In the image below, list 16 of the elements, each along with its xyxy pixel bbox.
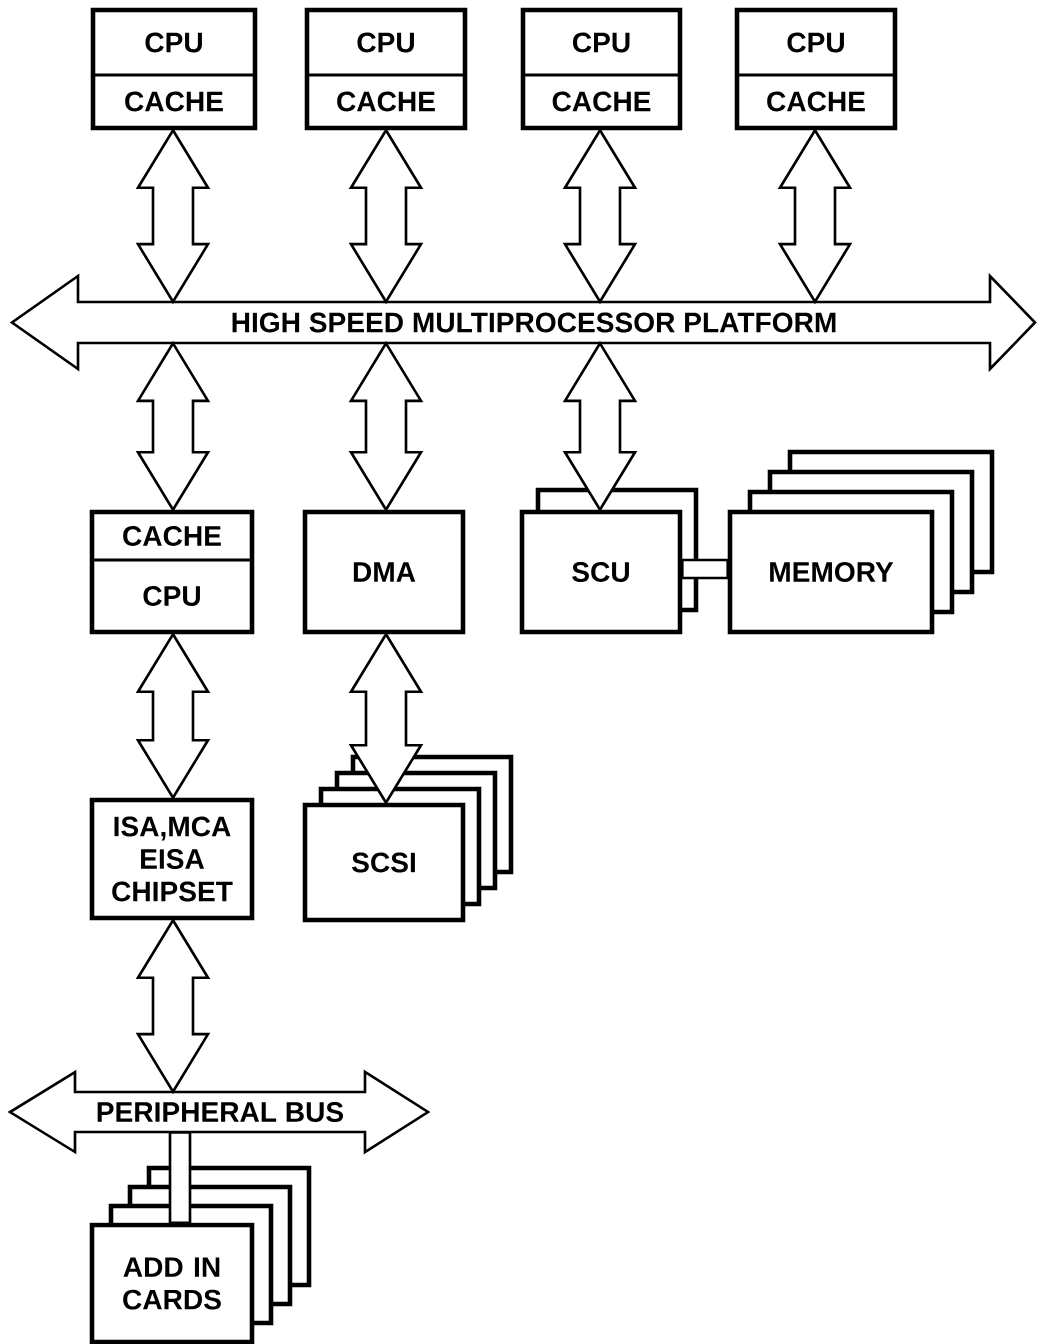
stacked-boxes: SCSI <box>302 754 514 923</box>
processor-box: CPU CACHE <box>304 7 468 131</box>
stacked-boxes: MEMORY <box>727 449 995 635</box>
component-box: ISA,MCA EISA CHIPSET <box>89 797 255 921</box>
bus-arrow-band: HIGH SPEED MULTIPROCESSOR PLATFORM <box>9 272 1037 373</box>
processor-box: CPU CACHE <box>734 7 898 131</box>
node-label: CARDS <box>123 1289 221 1310</box>
bus-connector <box>168 1131 192 1225</box>
processor-box: CPU CACHE <box>520 7 683 131</box>
bus-connector <box>680 558 730 580</box>
stacked-boxes: SCU <box>519 487 699 635</box>
bus-arrow-band: PERIPHERAL BUS <box>7 1069 431 1155</box>
processor-box: CACHE CPU <box>89 509 255 635</box>
component-box: DMA <box>302 509 466 635</box>
stacked-boxes: ADD IN CARDS <box>89 1165 312 1344</box>
processor-box: CPU CACHE <box>90 7 258 131</box>
